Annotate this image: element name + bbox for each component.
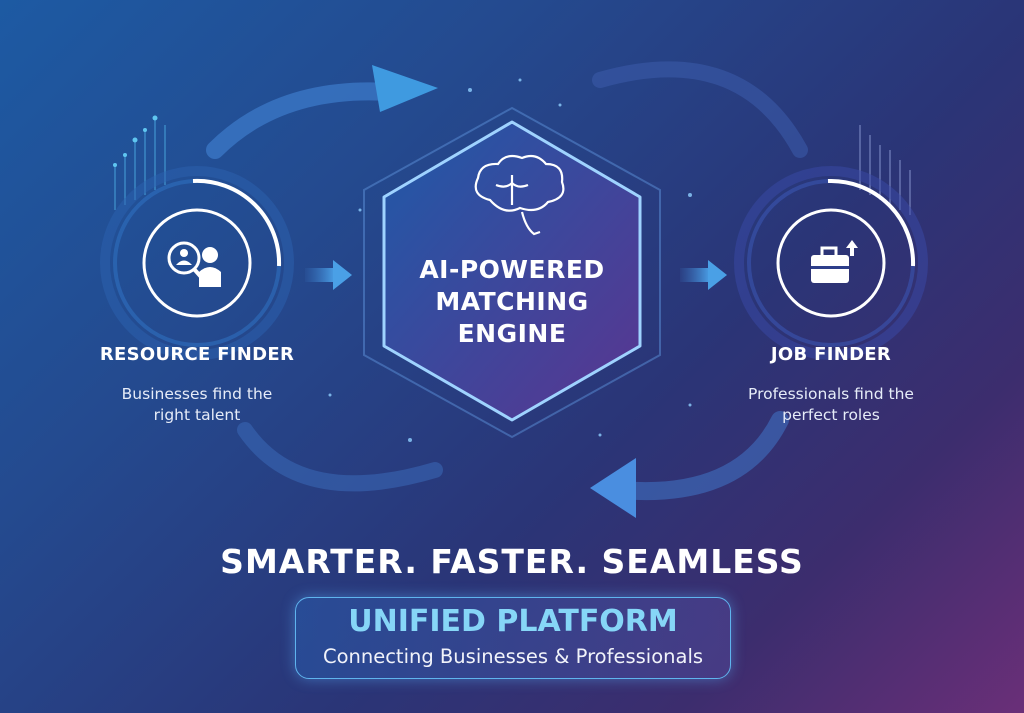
flow-arrow-bottom-right — [611, 411, 789, 501]
slogan: SMARTER. FASTER. SEAMLESS — [220, 542, 804, 581]
engine-hexagon — [382, 120, 642, 422]
platform-subtitle: Connecting Businesses & Professionals — [322, 645, 704, 668]
desc-line: Businesses find the — [121, 385, 273, 403]
resource-finder-title: RESOURCE FINDER — [99, 344, 295, 365]
unified-platform-banner: UNIFIED PLATFORM Connecting Businesses &… — [295, 597, 731, 679]
engine-line: MATCHING — [435, 287, 589, 316]
search-user-icon — [167, 241, 221, 287]
arrow-right-icon — [708, 260, 727, 290]
job-finder-desc: Professionals find the perfect roles — [681, 384, 981, 426]
engine-line: AI-POWERED — [419, 255, 605, 284]
job-finder-title: JOB FINDER — [770, 344, 892, 365]
sparkle-dots — [328, 78, 692, 442]
desc-line: perfect roles — [782, 406, 880, 424]
arrow-right-icon — [333, 260, 352, 290]
flow-arrow-bottom-left — [237, 422, 443, 492]
job-finder-ring — [734, 166, 928, 360]
arrowhead-bottom-right — [590, 458, 636, 518]
briefcase-upload-icon — [811, 240, 858, 283]
flow-arrow-top-right — [592, 61, 808, 158]
brain-icon — [474, 154, 565, 236]
platform-title: UNIFIED PLATFORM — [348, 604, 678, 639]
flow-arrow-top-left — [206, 82, 399, 159]
desc-line: right talent — [153, 406, 241, 424]
engine-hexagon-outer — [363, 106, 661, 439]
resource-finder-ring — [100, 166, 294, 360]
resource-finder-desc: Businesses find the right talent — [47, 384, 347, 426]
engine-line: ENGINE — [457, 319, 567, 348]
engine-label: AI-POWERED MATCHING ENGINE — [384, 254, 640, 350]
desc-line: Professionals find the — [748, 385, 914, 403]
arrowhead-top-left — [372, 65, 438, 112]
